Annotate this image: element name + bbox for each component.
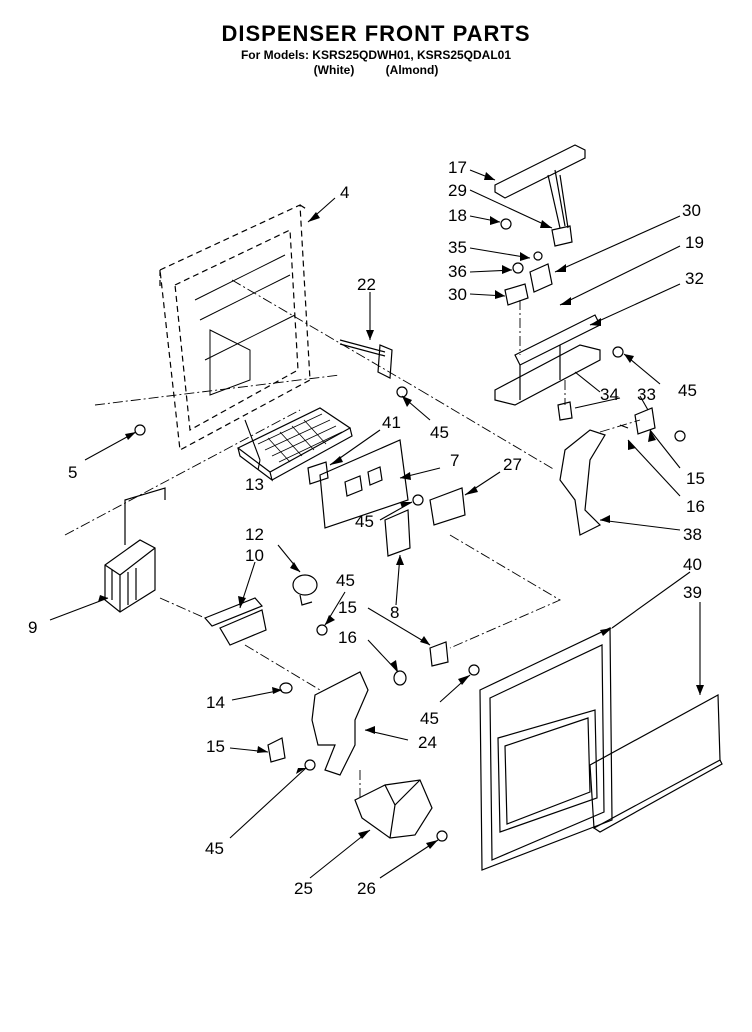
callout-15-lower: 15 <box>206 737 225 756</box>
callout-15-center: 15 <box>338 598 357 617</box>
part-9-module <box>104 487 166 613</box>
callout-4: 4 <box>340 183 349 202</box>
part-15-16-middle <box>393 641 449 686</box>
part-10-bracket <box>203 597 267 646</box>
callout-32: 32 <box>685 269 704 288</box>
callout-18: 18 <box>448 206 467 225</box>
callout-38: 38 <box>683 525 702 544</box>
part-40-frame <box>479 627 613 871</box>
part-38-arm <box>559 429 606 536</box>
callout-34: 34 <box>600 385 619 404</box>
part-8-plate <box>384 509 411 557</box>
callout-29: 29 <box>448 181 467 200</box>
part-4-frame <box>159 204 311 451</box>
callout-17: 17 <box>448 158 467 177</box>
callout-13: 13 <box>245 475 264 494</box>
callout-25: 25 <box>294 879 313 898</box>
callout-labels: 17 29 18 35 36 30 30 19 32 4 22 45 45 34… <box>28 158 705 898</box>
arrowheads <box>98 172 704 849</box>
callout-33: 33 <box>637 385 656 404</box>
callout-7: 7 <box>450 451 459 470</box>
callout-5: 5 <box>68 463 77 482</box>
part-41-label <box>307 461 329 485</box>
color-white: (White) <box>313 63 355 77</box>
callout-9: 9 <box>28 618 37 637</box>
part-24-arm <box>311 671 369 776</box>
callout-45-center: 45 <box>430 423 449 442</box>
callout-16-right: 16 <box>686 497 705 516</box>
callout-26: 26 <box>357 879 376 898</box>
part-7-panel <box>319 439 409 529</box>
models-line: For Models: KSRS25QDWH01, KSRS25QDAL01 <box>240 48 512 62</box>
callout-27: 27 <box>503 455 522 474</box>
part-13-keypad <box>236 407 353 482</box>
callout-40: 40 <box>683 555 702 574</box>
callout-36: 36 <box>448 262 467 281</box>
callout-45-lower-left: 45 <box>336 571 355 590</box>
callout-45-mid: 45 <box>355 512 374 531</box>
part-32-rail <box>494 314 601 406</box>
diagram-header: DISPENSER FRONT PARTS For Models: KSRS25… <box>0 22 752 78</box>
callout-14: 14 <box>206 693 225 712</box>
callout-35: 35 <box>448 238 467 257</box>
callout-10: 10 <box>245 546 264 565</box>
part-14-screw <box>279 682 293 694</box>
part-17-cover <box>494 144 586 199</box>
part-15-lower <box>267 737 286 763</box>
part-25-funnel <box>354 779 433 839</box>
callout-22: 22 <box>357 275 376 294</box>
callout-16-center: 16 <box>338 628 357 647</box>
part-35-36-switches <box>504 263 553 306</box>
part-12-switch <box>292 574 318 606</box>
callout-45-bottom: 45 <box>205 839 224 858</box>
color-almond: (Almond) <box>385 63 439 77</box>
color-line: (White) (Almond) <box>0 63 752 78</box>
callout-45-right: 45 <box>678 381 697 400</box>
alignment-lines <box>64 279 641 800</box>
part-27-bracket <box>429 487 466 526</box>
part-34-plug <box>557 401 573 421</box>
callout-24: 24 <box>418 733 437 752</box>
part-29-actuator <box>547 169 573 247</box>
part-22-rod <box>339 339 393 379</box>
callout-45-lower-right: 45 <box>420 709 439 728</box>
callout-15-right: 15 <box>686 469 705 488</box>
callout-12: 12 <box>245 525 264 544</box>
part-39-panel <box>589 694 723 833</box>
callout-30-left: 30 <box>448 285 467 304</box>
callout-30-right: 30 <box>682 201 701 220</box>
part-4-interior <box>194 254 296 396</box>
callout-19: 19 <box>685 233 704 252</box>
callout-8: 8 <box>390 603 399 622</box>
callout-41: 41 <box>382 413 401 432</box>
diagram-title: DISPENSER FRONT PARTS <box>221 21 531 46</box>
fasteners <box>134 218 686 842</box>
callout-39: 39 <box>683 583 702 602</box>
